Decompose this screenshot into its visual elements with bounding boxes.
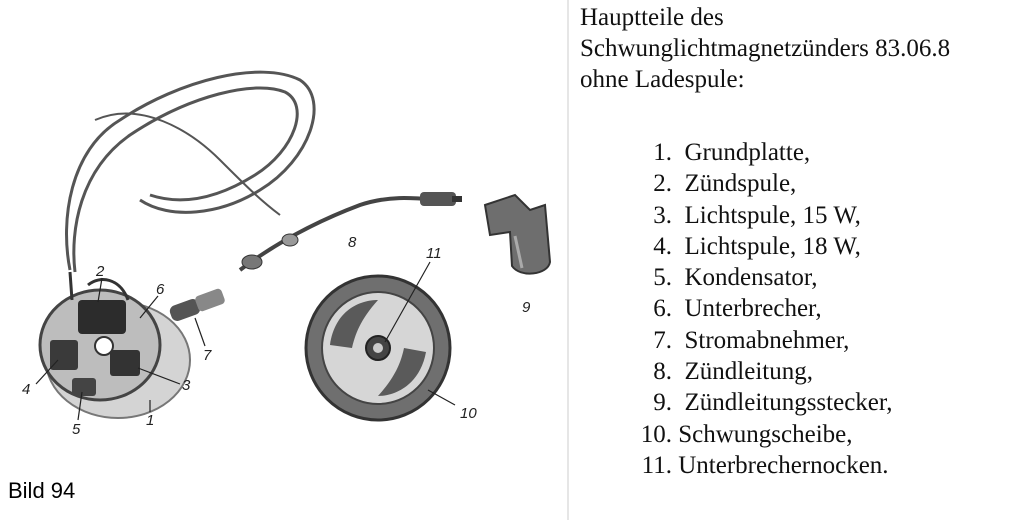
item-label: Unterbrechernocken.: [678, 451, 889, 479]
item-label: Schwungscheibe,: [678, 420, 853, 448]
item-label: Lichtspule, 18 W,: [684, 232, 861, 260]
ignition-parts-drawing: 2 6 4 3 1 5 7 8 9 11 10: [22, 70, 552, 438]
list-item: 1. Grundplatte,: [580, 137, 892, 168]
callout-7: 7: [203, 347, 212, 364]
item-number: 4.: [653, 232, 672, 260]
callout-2: 2: [95, 263, 105, 280]
callout-5: 5: [72, 421, 81, 438]
callout-8: 8: [348, 234, 357, 251]
heading-line-3: ohne Ladespule:: [580, 66, 745, 93]
parts-heading: Hauptteile des Schwunglichtmagnetzünders…: [580, 2, 1020, 95]
item-number: 8.: [653, 358, 672, 386]
cable-loop: [65, 70, 316, 273]
callout-6: 6: [156, 281, 165, 298]
callout-9: 9: [522, 299, 531, 316]
callout-1: 1: [146, 412, 154, 429]
item-number: 5.: [653, 264, 672, 292]
figure-panel: 2 6 4 3 1 5 7 8 9 11 10 Bild 94: [8, 70, 552, 503]
item-number: 11.: [641, 451, 672, 479]
list-item: 7. Stromabnehmer,: [580, 325, 892, 356]
column-divider: [567, 0, 569, 520]
item-label: Grundplatte,: [684, 139, 811, 166]
list-item: 9. Zündleitungsstecker,: [580, 387, 892, 418]
text-panel: Hauptteile des Schwunglichtmagnetzünders…: [580, 0, 1024, 520]
item-label: Zündspule,: [684, 170, 797, 198]
item-number: 3.: [653, 201, 672, 229]
list-item: 6. Unterbrecher,: [580, 293, 892, 324]
list-item: 2. Zündspule,: [580, 168, 892, 199]
item-number: 10.: [640, 420, 672, 448]
item-label: Kondensator,: [684, 264, 818, 292]
item-label: Zündleitungsstecker,: [684, 389, 893, 417]
callout-10: 10: [460, 405, 477, 422]
base-plate: [38, 271, 191, 419]
figure-caption: Bild 94: [8, 478, 76, 503]
list-item: 5. Kondensator,: [580, 262, 892, 293]
callout-4: 4: [22, 381, 30, 398]
leader-lines: [35, 261, 456, 421]
ignition-lead: [238, 192, 462, 272]
item-label: Stromabnehmer,: [684, 326, 850, 354]
parts-list: 1. Grundplatte, 2. Zündspule, 3. Lichtsp…: [580, 137, 893, 481]
callout-3: 3: [182, 377, 191, 394]
heading-line-1: Hauptteile des: [580, 4, 724, 31]
item-label: Zündleitung,: [684, 358, 813, 386]
list-item: 8. Zündleitung,: [580, 356, 892, 387]
list-item: 4. Lichtspule, 18 W,: [580, 231, 892, 262]
list-item: 11. Unterbrechernocken.: [580, 450, 892, 481]
flywheel: [304, 274, 452, 422]
callout-11: 11: [426, 245, 442, 262]
item-number: 9.: [653, 389, 672, 417]
item-number: 1.: [653, 139, 672, 166]
item-number: 6.: [653, 295, 672, 323]
item-number: 7.: [653, 326, 672, 354]
item-number: 2.: [653, 170, 672, 198]
plug-connector: [483, 193, 552, 275]
pickup: [169, 288, 225, 321]
item-label: Unterbrecher,: [684, 295, 822, 323]
item-label: Lichtspule, 15 W,: [684, 201, 861, 229]
list-item: 3. Lichtspule, 15 W,: [580, 200, 892, 231]
heading-line-2: Schwunglichtmagnetzünders 83.06.8: [580, 35, 951, 62]
list-item: 10. Schwungscheibe,: [580, 419, 892, 450]
